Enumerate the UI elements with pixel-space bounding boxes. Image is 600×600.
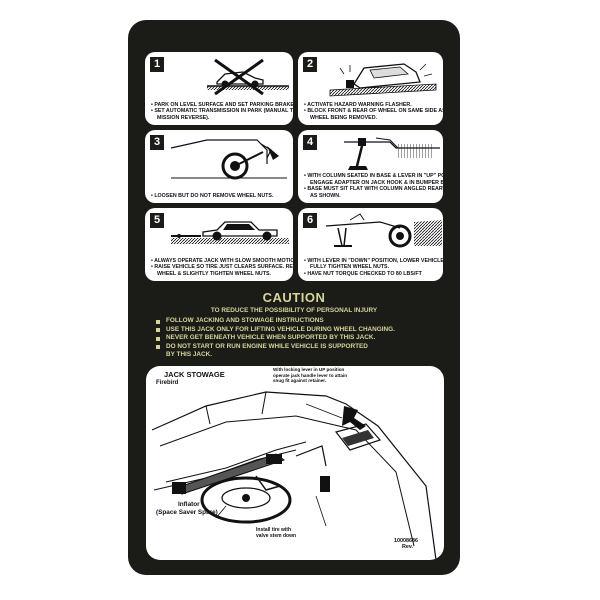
caution-subtitle: TO REDUCE THE POSSIBILITY OF PERSONAL IN… <box>210 307 378 314</box>
jack-instruction-decal: 1 • Park on level surface and set parkin… <box>128 20 460 575</box>
caution-item: USE THIS JACK ONLY FOR LIFTING VEHICLE D… <box>156 326 460 335</box>
step-number: 2 <box>303 57 317 72</box>
loosen-wheel-nuts-icon <box>170 139 287 180</box>
step-panel-5: 5 • Always operate jack with slow smooth… <box>145 208 293 281</box>
step-number: 3 <box>150 135 164 150</box>
caution-item: NEVER GET BENEATH VEHICLE WHEN SUPPORTED… <box>156 334 460 343</box>
step-number: 4 <box>303 135 317 150</box>
stowage-model: Firebird <box>156 380 179 386</box>
lower-vehicle-icon <box>325 213 442 248</box>
step-panel-3: 3 • Loosen but do not remove wheel nuts. <box>145 130 293 203</box>
jack-placement-icon <box>344 137 440 171</box>
step-number: 5 <box>150 213 164 228</box>
step-panel-2: 2 • Activate hazard warning flasher.• Bl… <box>298 52 443 125</box>
park-car-icon <box>207 58 289 96</box>
spare-label: (Space Saver Spare) <box>156 509 218 516</box>
trunk-stowage-illustration <box>151 391 437 560</box>
step-panel-1: 1 • Park on level surface and set parkin… <box>145 52 293 125</box>
caution-section: CAUTION TO REDUCE THE POSSIBILITY OF PER… <box>128 290 460 360</box>
step-text: • Activate hazard warning flasher.• Bloc… <box>304 101 443 121</box>
raise-vehicle-icon <box>171 221 289 244</box>
caution-item: FOLLOW JACKING AND STOWAGE INSTRUCTIONS <box>156 317 460 326</box>
caution-list: FOLLOW JACKING AND STOWAGE INSTRUCTIONS … <box>128 317 460 360</box>
hazard-flasher-car-icon <box>329 63 437 97</box>
stowage-title: JACK STOWAGE <box>164 370 225 379</box>
step-text: • Park on level surface and set parking … <box>151 101 293 121</box>
caution-item: DO NOT START OR RUN ENGINE WHILE VEHICLE… <box>156 343 460 360</box>
step-text: • Always operate jack with slow smooth m… <box>151 257 293 277</box>
step-text: • With lever in "down" position, lower v… <box>304 257 443 277</box>
caution-title: CAUTION <box>262 290 326 305</box>
inflator-label: Inflator <box>178 501 200 508</box>
step-text: • Loosen but do not remove wheel nuts. <box>151 192 274 199</box>
step-panel-6: 6 • With lever in "down" position, lower… <box>298 208 443 281</box>
step-text: • With column seated in base & lever in … <box>304 173 443 199</box>
step-number: 1 <box>150 57 164 72</box>
jack-stowage-panel: JACK STOWAGE Firebird With locking lever… <box>146 366 444 560</box>
step-number: 6 <box>303 213 317 228</box>
step-panel-4: 4 • With column seated in base & lever i… <box>298 130 443 203</box>
